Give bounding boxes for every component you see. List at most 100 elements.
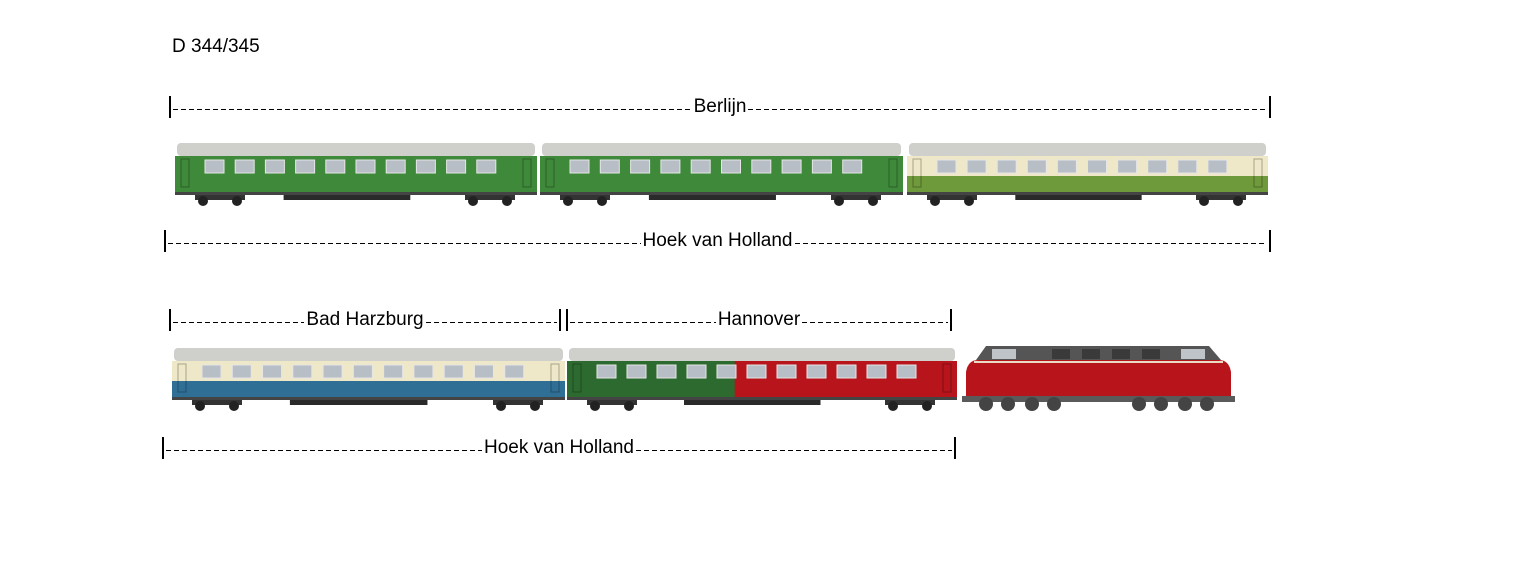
dash-line xyxy=(636,449,953,451)
door xyxy=(888,158,898,188)
section-bad-harzburg: Bad Harzburg xyxy=(169,308,562,332)
section-end-marker xyxy=(559,309,562,331)
door xyxy=(177,363,187,393)
window xyxy=(413,364,434,379)
window xyxy=(1207,159,1228,174)
section-start-marker xyxy=(169,309,171,331)
bogie-frame xyxy=(1196,195,1246,200)
section-hoek-van-holland-top: Hoek van Holland xyxy=(164,229,1272,253)
wheel xyxy=(1047,397,1061,411)
window xyxy=(656,364,677,379)
window xyxy=(626,364,647,379)
section-label-hoek-van-holland: Hoek van Holland xyxy=(642,230,793,251)
window xyxy=(385,159,406,174)
window xyxy=(352,364,373,379)
door xyxy=(545,158,555,188)
section-berlijn: Berlijn xyxy=(169,95,1271,119)
section-start-marker xyxy=(169,96,171,118)
roof xyxy=(542,143,901,156)
wheel xyxy=(597,196,607,206)
door xyxy=(572,363,582,393)
coach-green-red xyxy=(567,348,957,411)
section-start-marker xyxy=(566,309,568,331)
window xyxy=(476,159,497,174)
roof xyxy=(569,348,955,361)
equipment-box xyxy=(1015,195,1142,200)
section-end-marker xyxy=(950,309,953,331)
underframe xyxy=(907,192,1268,195)
window xyxy=(1177,159,1198,174)
wheel xyxy=(563,196,573,206)
train-number-title: D 344/345 xyxy=(172,36,260,57)
dash-line xyxy=(168,242,641,244)
wheel xyxy=(1154,397,1168,411)
door xyxy=(522,158,532,188)
cab-window xyxy=(1181,349,1205,359)
window xyxy=(473,364,494,379)
window xyxy=(806,364,827,379)
bogie-frame xyxy=(493,400,543,405)
dash-line xyxy=(166,449,483,451)
section-start-marker xyxy=(162,437,164,459)
window xyxy=(264,159,285,174)
wheel xyxy=(229,401,239,411)
dash-line xyxy=(173,108,692,110)
section-start-marker xyxy=(164,230,166,252)
section-end-marker xyxy=(1269,230,1272,252)
bogie-frame xyxy=(192,400,242,405)
loco-frame xyxy=(962,396,1235,402)
door xyxy=(912,158,922,188)
wheel xyxy=(624,401,634,411)
window xyxy=(292,364,313,379)
section-end-marker xyxy=(954,437,957,459)
underframe xyxy=(567,397,957,400)
dash-line xyxy=(173,321,305,323)
bogie-frame xyxy=(560,195,610,200)
roof xyxy=(909,143,1266,156)
window xyxy=(660,159,681,174)
window xyxy=(325,159,346,174)
window xyxy=(1117,159,1138,174)
bogie-frame xyxy=(587,400,637,405)
wheel xyxy=(964,196,974,206)
wheel xyxy=(1200,397,1214,411)
wheel xyxy=(922,401,932,411)
wheel xyxy=(1001,397,1015,411)
door xyxy=(1253,158,1263,188)
wheel xyxy=(468,196,478,206)
wheel xyxy=(1132,397,1146,411)
window xyxy=(415,159,436,174)
coach-cream-green xyxy=(907,143,1268,206)
dash-line xyxy=(794,242,1268,244)
window xyxy=(866,364,887,379)
wheel xyxy=(834,196,844,206)
door xyxy=(942,363,952,393)
baggage-coach-green xyxy=(175,143,537,206)
wheel xyxy=(868,196,878,206)
equipment-box xyxy=(283,195,411,200)
wheel xyxy=(195,401,205,411)
window xyxy=(686,364,707,379)
wheel xyxy=(888,401,898,411)
wheel xyxy=(590,401,600,411)
window xyxy=(996,159,1017,174)
dash-line xyxy=(570,321,716,323)
window xyxy=(690,159,711,174)
window xyxy=(295,159,316,174)
window xyxy=(504,364,525,379)
window xyxy=(231,364,252,379)
diesel-locomotive-red xyxy=(962,346,1235,411)
window xyxy=(811,159,832,174)
grille xyxy=(1112,349,1130,359)
wheel xyxy=(198,196,208,206)
equipment-box xyxy=(648,195,776,200)
window xyxy=(781,159,802,174)
bogie-frame xyxy=(831,195,881,200)
section-end-marker xyxy=(1269,96,1271,118)
window xyxy=(569,159,590,174)
window xyxy=(322,364,343,379)
wheel xyxy=(1233,196,1243,206)
dash-line xyxy=(748,108,1267,110)
window xyxy=(201,364,222,379)
window xyxy=(1026,159,1047,174)
